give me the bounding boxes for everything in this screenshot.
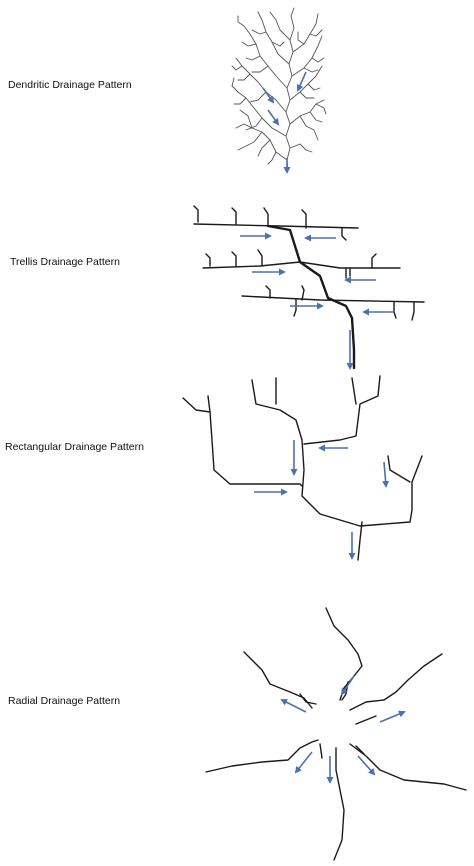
radial-arrows	[280, 675, 406, 784]
dendritic-diagram	[231, 7, 327, 174]
flow-arrow-icon	[357, 755, 376, 776]
trellis-arrows	[240, 232, 394, 370]
flow-arrow-icon	[262, 87, 275, 104]
rectangular-label: Rectangular Drainage Pattern	[5, 441, 144, 453]
radial-diagram	[205, 607, 467, 861]
flow-arrow-icon	[296, 71, 307, 92]
flow-arrow-icon	[382, 461, 390, 488]
rectangular-diagram	[182, 375, 423, 561]
trellis-diagram	[193, 205, 425, 370]
flow-arrow-icon	[340, 675, 355, 696]
flow-arrow-icon	[267, 109, 280, 126]
flow-arrow-icon	[294, 751, 313, 774]
dendritic-label: Dendritic Drainage Pattern	[8, 79, 132, 91]
trellis-label: Trellis Drainage Pattern	[10, 256, 120, 268]
flow-arrow-icon	[280, 699, 307, 713]
radial-label: Radial Drainage Pattern	[8, 695, 121, 707]
rectangular-arrows	[254, 440, 390, 560]
flow-arrow-icon	[379, 710, 406, 723]
dendritic-arrows	[262, 71, 307, 174]
